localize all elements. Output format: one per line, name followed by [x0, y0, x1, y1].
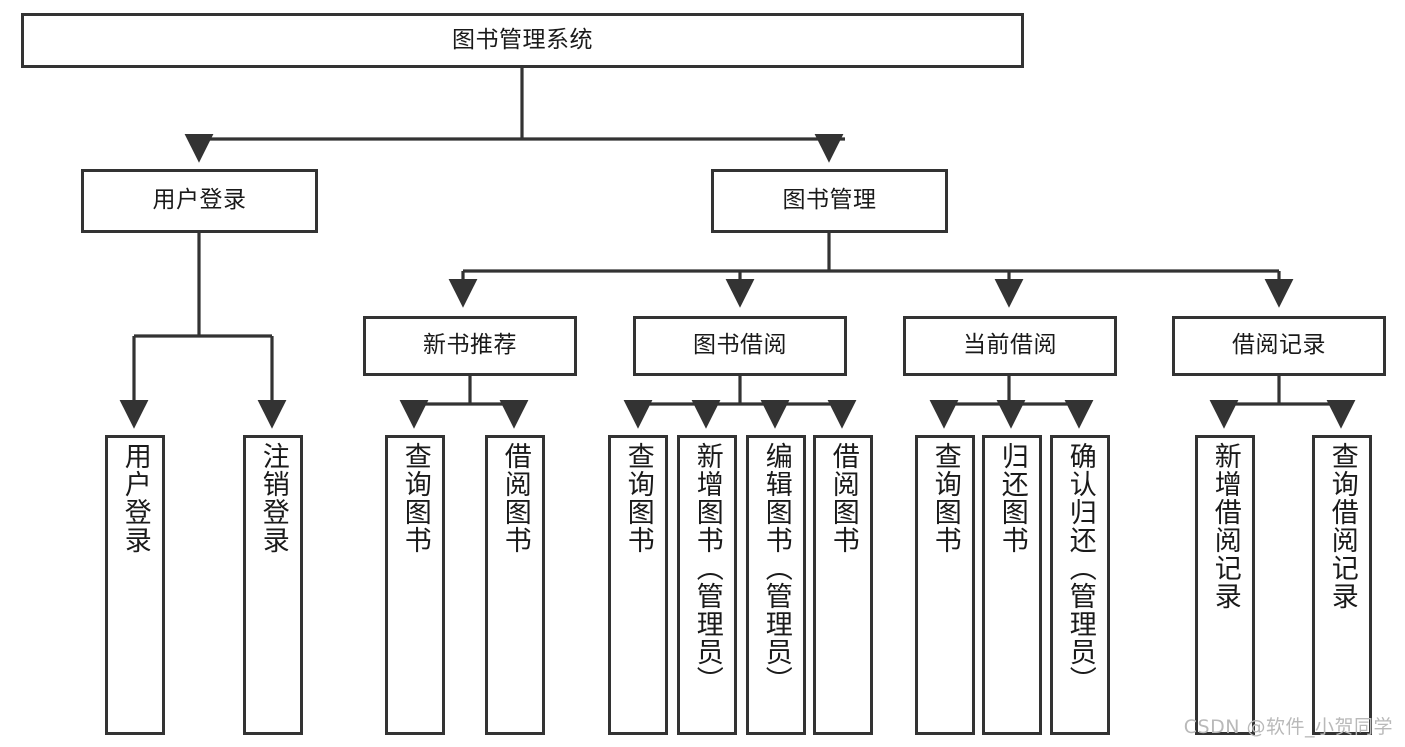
node-label: 新书推荐: [423, 332, 517, 359]
node-label: 图书借阅: [693, 332, 787, 359]
node-label: 归还图书: [996, 442, 1028, 554]
node-label: 借阅记录: [1232, 332, 1326, 359]
leaf-user-logout[interactable]: 注销登录: [243, 435, 303, 735]
node-current-borrow[interactable]: 当前借阅: [903, 316, 1117, 376]
csdn-watermark: CSDN @软件_小贺同学: [1183, 716, 1393, 738]
node-root-system[interactable]: 图书管理系统: [21, 13, 1024, 68]
leaf-edit-book-admin[interactable]: 编辑图书（管理员）: [746, 435, 806, 735]
leaf-confirm-return-admin[interactable]: 确认归还（管理员）: [1050, 435, 1110, 735]
node-book-borrow[interactable]: 图书借阅: [633, 316, 847, 376]
leaf-query-borrow-record[interactable]: 查询借阅记录: [1312, 435, 1372, 735]
node-new-book-rec[interactable]: 新书推荐: [363, 316, 577, 376]
node-label: 借阅图书: [499, 442, 531, 554]
node-label: 编辑图书（管理员）: [760, 442, 792, 694]
leaf-return-book[interactable]: 归还图书: [982, 435, 1042, 735]
node-label: 当前借阅: [963, 332, 1057, 359]
leaf-borrow-book-1[interactable]: 借阅图书: [485, 435, 545, 735]
leaf-borrow-book-2[interactable]: 借阅图书: [813, 435, 873, 735]
node-label: 用户登录: [152, 187, 247, 214]
node-label: 新增借阅记录: [1209, 442, 1241, 610]
node-label: 借阅图书: [827, 442, 859, 554]
leaf-query-book-2[interactable]: 查询图书: [608, 435, 668, 735]
leaf-add-book-admin[interactable]: 新增图书（管理员）: [677, 435, 737, 735]
node-label: 确认归还（管理员）: [1064, 442, 1096, 694]
leaf-add-borrow-record[interactable]: 新增借阅记录: [1195, 435, 1255, 735]
node-book-manage[interactable]: 图书管理: [711, 169, 948, 233]
node-borrow-record[interactable]: 借阅记录: [1172, 316, 1386, 376]
node-label: 查询图书: [622, 442, 654, 554]
leaf-user-login[interactable]: 用户登录: [105, 435, 165, 735]
node-label: 图书管理系统: [452, 26, 593, 53]
leaf-query-book-3[interactable]: 查询图书: [915, 435, 975, 735]
node-label: 用户登录: [119, 442, 151, 554]
node-user-login[interactable]: 用户登录: [81, 169, 318, 233]
node-label: 新增图书（管理员）: [691, 442, 723, 694]
node-label: 查询图书: [929, 442, 961, 554]
node-label: 图书管理: [782, 187, 877, 214]
leaf-query-book-1[interactable]: 查询图书: [385, 435, 445, 735]
node-label: 查询图书: [399, 442, 431, 554]
node-label: 注销登录: [257, 442, 289, 554]
node-label: 查询借阅记录: [1326, 442, 1358, 610]
